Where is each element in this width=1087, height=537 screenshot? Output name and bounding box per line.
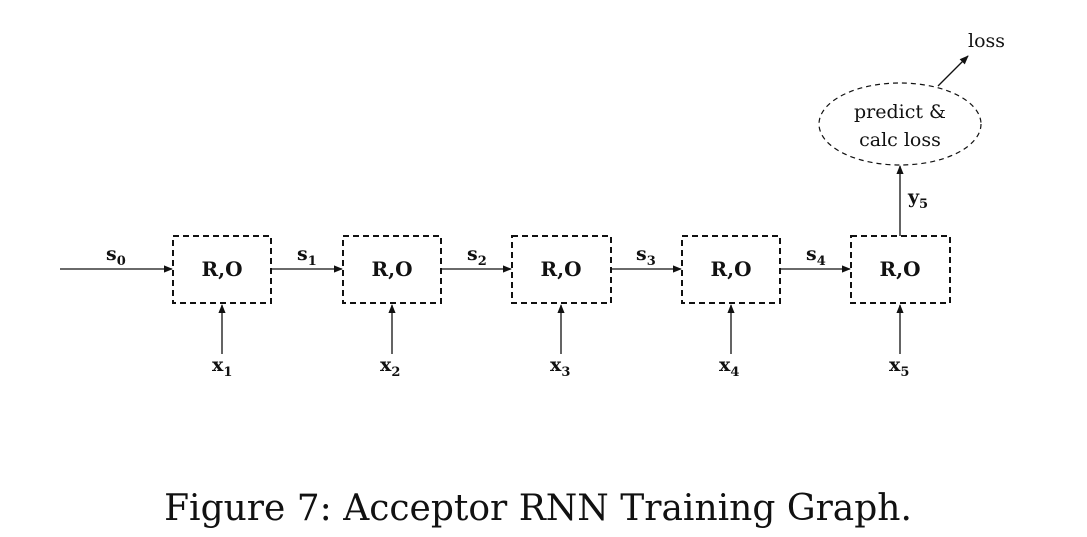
state-label-3: s3 <box>636 243 656 269</box>
rnn-cell-5-label: R,O <box>879 257 920 281</box>
input-label-2: x2 <box>380 354 400 380</box>
rnn-cell-5 <box>850 235 951 304</box>
rnn-cell-3-label: R,O <box>540 257 581 281</box>
predict-loss-line2: calc loss <box>859 129 941 151</box>
input-label-5: x5 <box>889 354 909 380</box>
loss-edge <box>937 55 969 87</box>
predict-loss-node <box>818 82 982 166</box>
rnn-cell-4-label: R,O <box>710 257 751 281</box>
rnn-cell-1-label: R,O <box>201 257 242 281</box>
output-label: y5 <box>907 186 928 212</box>
input-label-3: x3 <box>550 354 570 380</box>
rnn-cell-2-label: R,O <box>371 257 412 281</box>
state-label-1: s1 <box>297 243 317 269</box>
loss-label: loss <box>968 30 1005 52</box>
input-label-1: x1 <box>212 354 232 380</box>
predict-loss-line1: predict & <box>854 101 946 123</box>
input-label-4: x4 <box>719 354 739 380</box>
figure-caption: Figure 7: Acceptor RNN Training Graph. <box>164 488 912 529</box>
state-label-2: s2 <box>467 243 487 269</box>
rnn-cell-3 <box>511 235 612 304</box>
state-label-0: s0 <box>106 243 126 269</box>
state-label-4: s4 <box>806 243 826 269</box>
